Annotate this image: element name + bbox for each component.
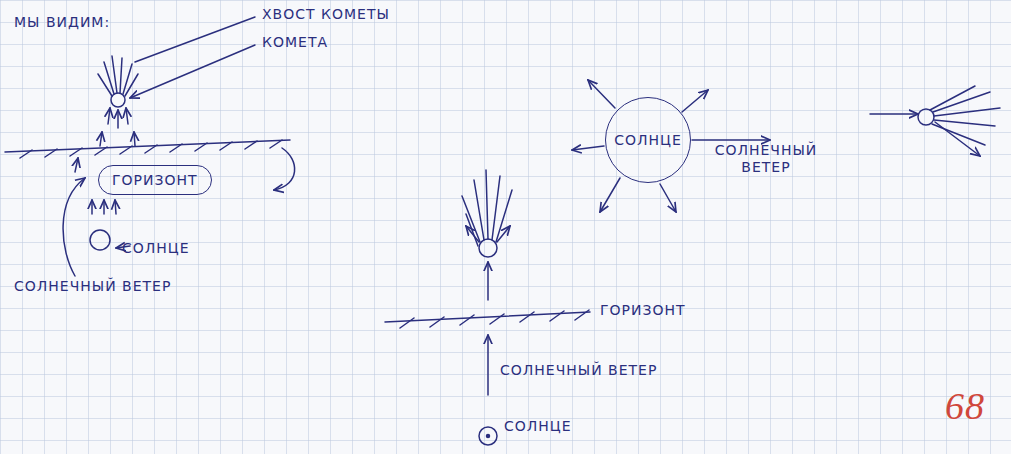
sun-label: СОЛНЦЕ <box>504 418 572 435</box>
node-text: СОЛНЦЕ <box>614 132 682 148</box>
grade-mark: 68 <box>945 384 985 430</box>
callout-label: ХВОСТ КОМЕТЫ <box>262 6 390 23</box>
sun-small <box>479 427 497 445</box>
horizon-label: ГОРИЗОНТ <box>600 302 686 319</box>
comet <box>111 93 125 107</box>
wind-label: СОЛНЕЧНЫЙ ВЕТЕР <box>500 362 657 379</box>
node-text: ГОРИЗОНТ <box>112 172 198 188</box>
horizon-line <box>5 140 290 152</box>
horizon-outline: ГОРИЗОНТ <box>98 165 212 195</box>
sun-label: СОЛНЦЕ <box>122 240 190 257</box>
heading-note: МЫ ВИДИМ: <box>14 14 110 31</box>
sun-small <box>90 230 110 250</box>
wind-label: СОЛНЕЧНЫЙ ВЕТЕР <box>706 142 826 176</box>
comet <box>918 109 934 125</box>
wind-label: СОЛНЕЧНЫЙ ВЕТЕР <box>14 278 171 295</box>
sun-circle: СОЛНЦЕ <box>605 97 691 183</box>
comet <box>479 239 497 257</box>
callout-label: КОМЕТА <box>262 34 328 51</box>
